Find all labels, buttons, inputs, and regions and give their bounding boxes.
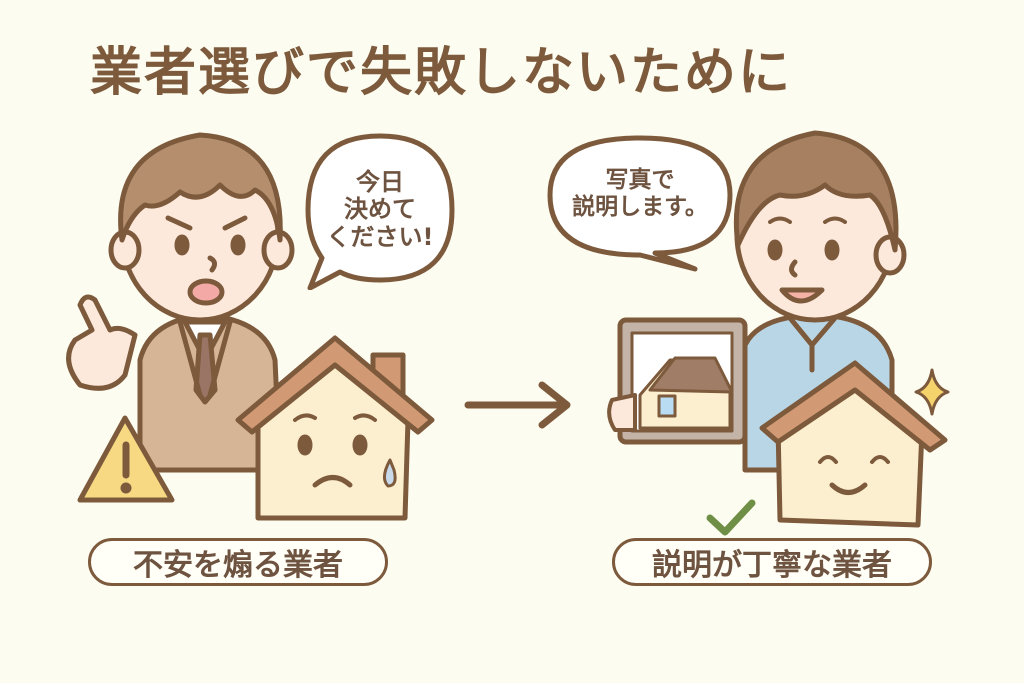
speech-bubble-pressure: 今日 決めて ください! bbox=[300, 130, 460, 290]
speech-line-1: 今日 bbox=[355, 167, 404, 196]
warning-triangle-icon bbox=[77, 415, 175, 503]
happy-house-icon bbox=[759, 360, 948, 528]
sparkle-icon bbox=[914, 368, 950, 416]
sad-house-icon bbox=[235, 335, 435, 521]
label-bad-contractor: 不安を煽る業者 bbox=[88, 538, 388, 586]
speech-bubble-explain: 写真で 説明します。 bbox=[545, 133, 735, 272]
speech-line-3: ください! bbox=[326, 222, 434, 251]
speech-line-2: 決めて bbox=[343, 195, 416, 224]
salesman-figure bbox=[66, 132, 295, 473]
label-good-contractor: 説明が丁寧な業者 bbox=[612, 538, 932, 586]
speech-line-2: 説明します。 bbox=[572, 193, 708, 220]
speech-line-1: 写真で bbox=[605, 167, 675, 194]
tablet-with-house-photo bbox=[607, 317, 748, 445]
page-title: 業者選びで失敗しないために bbox=[90, 43, 793, 103]
checkmark-icon bbox=[706, 499, 756, 536]
right-arrow-icon bbox=[464, 381, 571, 429]
